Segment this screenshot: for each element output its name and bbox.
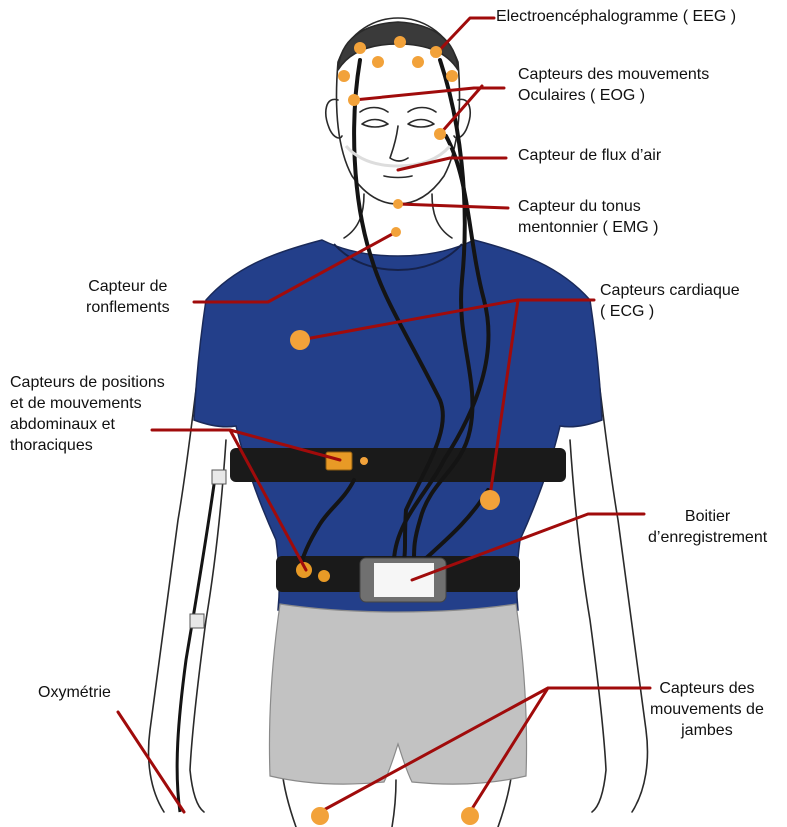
leg-sensor-left [311,807,329,825]
eeg-sensor [372,56,384,68]
label-recorder: Boitier d’enregistrement [648,506,767,548]
right-eye [408,120,434,128]
oximeter-cable [177,470,216,812]
label-airflow: Capteur de flux d’air [518,145,661,166]
shorts [269,604,526,784]
left-brow [360,108,388,113]
leader-emg [398,204,508,208]
label-legs: Capteurs des mouvements de jambes [650,678,764,741]
right-arm-inner [570,440,606,812]
ecg-sensor-right [480,490,500,510]
label-emg: Capteur du tonus mentonnier ( EMG ) [518,196,658,238]
recorder-screen [374,563,434,597]
legs-inner [392,780,396,827]
neck-right [432,194,452,238]
chest-belt [230,448,566,482]
eeg-sensor [430,46,442,58]
emg-sensor [393,199,403,209]
right-brow [408,108,436,113]
leg-sensor-right [461,807,479,825]
snore-sensor [391,227,401,237]
eeg-sensor [412,56,424,68]
label-eog: Capteurs des mouvements Oculaires ( EOG … [518,64,709,106]
nose [390,126,408,161]
eeg-sensor [394,36,406,48]
arm-clip-1 [212,470,226,484]
label-eeg: Electroencéphalogramme ( EEG ) [496,6,736,27]
eeg-sensor [354,42,366,54]
label-snore: Capteur de ronflements [86,276,170,318]
ecg-sensor-left [290,330,310,350]
arm-clip-2 [190,614,204,628]
left-eye [362,120,388,128]
mouth [384,176,412,178]
eeg-sensor [338,70,350,82]
label-oximetry: Oxymétrie [38,682,111,703]
eog-sensor-right [434,128,446,140]
label-ecg: Capteurs cardiaque ( ECG ) [600,280,740,322]
label-positions: Capteurs de positions et de mouvements a… [10,372,165,456]
eog-sensor-left [348,94,360,106]
eeg-sensor [446,70,458,82]
